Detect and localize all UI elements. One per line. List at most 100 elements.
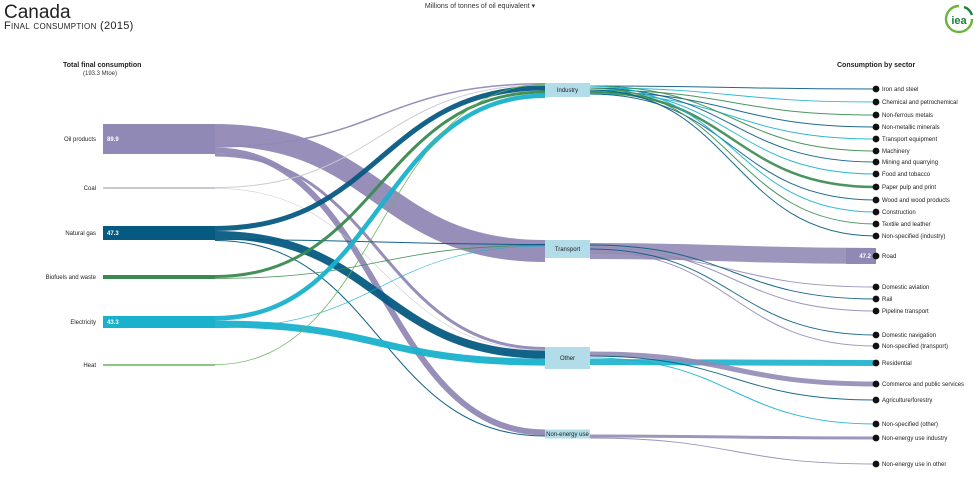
hub-node-transport[interactable] <box>545 240 590 258</box>
sector-dot-domestic-aviation[interactable] <box>872 283 880 291</box>
sector-dot-road[interactable] <box>872 252 880 260</box>
hub-node-non-energy-use[interactable] <box>545 429 590 439</box>
source-bar-oil-products[interactable] <box>103 124 215 154</box>
sector-label-non-energy-use-industry[interactable]: Non-energy use industry <box>882 436 947 442</box>
source-label-biofuels-and-waste: Biofuels and waste <box>46 275 97 281</box>
sector-dot-transport-equipment[interactable] <box>872 135 880 143</box>
flow-coal-to-industry <box>214 84 546 188</box>
sector-dot-non-specified-other[interactable] <box>872 420 880 428</box>
subtitle-year: (2015) <box>100 20 134 32</box>
sector-dot-rail[interactable] <box>872 295 880 303</box>
right-column-title: Consumption by sector <box>837 62 916 69</box>
sector-label-non-ferrous-metals[interactable]: Non-ferrous metals <box>882 113 933 119</box>
source-bar-electricity[interactable] <box>103 316 215 328</box>
page-title: Canada <box>4 2 71 23</box>
source-value-electricity: 43.3 <box>107 320 119 326</box>
flow-industry-to-machinery <box>589 85 877 152</box>
sector-dot-non-ferrous-metals[interactable] <box>872 111 880 119</box>
flow-transport-to-non-specified-transport <box>589 250 877 347</box>
flow-non-energy-use-to-non-energy-use-industry <box>589 434 877 440</box>
sector-label-mining-and-quarrying[interactable]: Mining and quarrying <box>882 160 938 166</box>
sector-dot-non-specified-industry[interactable] <box>872 232 880 240</box>
sector-dot-residential[interactable] <box>872 359 880 367</box>
sector-dot-non-energy-use-in-other[interactable] <box>872 460 880 468</box>
sector-dot-domestic-navigation[interactable] <box>872 331 880 339</box>
sector-dot-non-energy-use-industry[interactable] <box>872 434 880 442</box>
sector-label-food-and-tobacco[interactable]: Food and tobacco <box>882 172 931 178</box>
sector-label-non-specified-transport[interactable]: Non-specified (transport) <box>882 344 948 350</box>
hub-node-industry[interactable] <box>545 83 590 97</box>
sector-dot-non-specified-transport[interactable] <box>872 342 880 350</box>
source-value-oil-products: 89.9 <box>107 137 119 143</box>
sector-bar-road <box>846 248 876 264</box>
flow-transport-to-road <box>589 243 877 264</box>
sector-dot-mining-and-quarrying[interactable] <box>872 158 880 166</box>
sector-label-non-energy-use-in-other[interactable]: Non-energy use in other <box>882 462 946 468</box>
sector-label-rail[interactable]: Rail <box>882 297 892 303</box>
source-label-oil-products: Oil products <box>64 137 96 143</box>
source-bar-heat[interactable] <box>103 364 215 366</box>
sector-dot-iron-and-steel[interactable] <box>872 85 880 93</box>
sector-dot-paper-pulp-and-print[interactable] <box>872 183 880 191</box>
flow-industry-to-iron-and-steel <box>589 85 877 90</box>
sector-label-commerce-and-public-services[interactable]: Commerce and public services <box>882 382 964 388</box>
sector-label-domestic-navigation[interactable]: Domestic navigation <box>882 333 936 339</box>
sector-label-iron-and-steel[interactable]: Iron and steel <box>882 87 918 93</box>
flow-coal-to-other <box>214 188 546 351</box>
source-label-heat: Heat <box>83 363 96 369</box>
sector-label-wood-and-wood-products[interactable]: Wood and wood products <box>882 198 950 204</box>
source-label-coal: Coal <box>84 186 96 192</box>
sector-dot-chemical-and-petrochemical[interactable] <box>872 98 880 106</box>
flow-other-to-residential <box>589 359 877 366</box>
flow-other-to-non-specified-other <box>589 357 877 425</box>
sector-label-textile-and-leather[interactable]: Textile and leather <box>882 222 931 228</box>
flow-transport-to-domestic-aviation <box>589 252 877 288</box>
source-bar-natural-gas[interactable] <box>103 226 215 240</box>
flow-transport-to-pipeline-transport <box>589 246 877 312</box>
sector-dot-agriculture-forestry[interactable] <box>872 396 880 404</box>
flow-transport-to-rail <box>589 244 877 300</box>
sector-dot-commerce-and-public-services[interactable] <box>872 380 880 388</box>
flow-oil-products-to-other <box>214 153 546 350</box>
sector-label-road[interactable]: Road <box>882 254 896 260</box>
sector-dot-construction[interactable] <box>872 208 880 216</box>
node-layer <box>103 83 880 468</box>
sector-label-non-specified-industry[interactable]: Non-specified (industry) <box>882 234 945 240</box>
flow-industry-to-non-ferrous-metals <box>589 89 877 116</box>
sector-dot-textile-and-leather[interactable] <box>872 220 880 228</box>
source-label-electricity: Electricity <box>70 320 96 326</box>
flow-industry-to-wood-and-wood-products <box>589 93 877 201</box>
sector-label-pipeline-transport[interactable]: Pipeline transport <box>882 309 929 315</box>
source-value-natural-gas: 47.3 <box>107 231 119 237</box>
sector-dot-non-metallic-minerals[interactable] <box>872 123 880 131</box>
sector-dot-pipeline-transport[interactable] <box>872 307 880 315</box>
sector-dot-food-and-tobacco[interactable] <box>872 170 880 178</box>
units-label: Millions of tonnes of oil equivalent <box>424 3 530 10</box>
page-subtitle: Final consumption (2015) <box>4 20 134 32</box>
sector-label-domestic-aviation[interactable]: Domestic aviation <box>882 285 929 291</box>
sector-label-paper-pulp-and-print[interactable]: Paper pulp and print <box>882 185 936 191</box>
hub-label-transport: Transport <box>555 247 581 253</box>
sector-label-construction[interactable]: Construction <box>882 210 916 216</box>
sector-label-machinery[interactable]: Machinery <box>882 149 910 155</box>
sector-label-non-specified-other[interactable]: Non-specified (other) <box>882 422 938 428</box>
left-column-total: (193.3 Mtoe) <box>83 71 118 77</box>
units-selector[interactable]: Millions of tonnes of oil equivalent▾ <box>390 2 570 10</box>
flow-industry-to-mining-and-quarrying <box>589 87 877 163</box>
source-bar-coal[interactable] <box>103 187 215 189</box>
sector-dot-wood-and-wood-products[interactable] <box>872 196 880 204</box>
flow-non-energy-use-to-non-energy-use-in-other <box>589 437 877 465</box>
source-bar-biofuels-and-waste[interactable] <box>103 275 215 279</box>
sector-label-residential[interactable]: Residential <box>882 361 912 367</box>
iea-logo: iea <box>944 4 974 34</box>
flow-electricity-to-transport <box>214 245 546 329</box>
flow-industry-to-paper-pulp-and-print <box>589 90 877 189</box>
sector-label-non-metallic-minerals[interactable]: Non-metallic minerals <box>882 125 940 131</box>
sector-label-transport-equipment[interactable]: Transport equipment <box>882 137 937 143</box>
sector-dot-machinery[interactable] <box>872 147 880 155</box>
hub-node-other[interactable] <box>545 347 590 369</box>
flow-other-to-agriculture-forestry <box>589 355 877 401</box>
source-label-natural-gas: Natural gas <box>65 231 96 237</box>
sector-label-chemical-and-petrochemical[interactable]: Chemical and petrochemical <box>882 100 958 106</box>
sector-label-agriculture-forestry[interactable]: Agriculture/forestry <box>882 398 932 404</box>
